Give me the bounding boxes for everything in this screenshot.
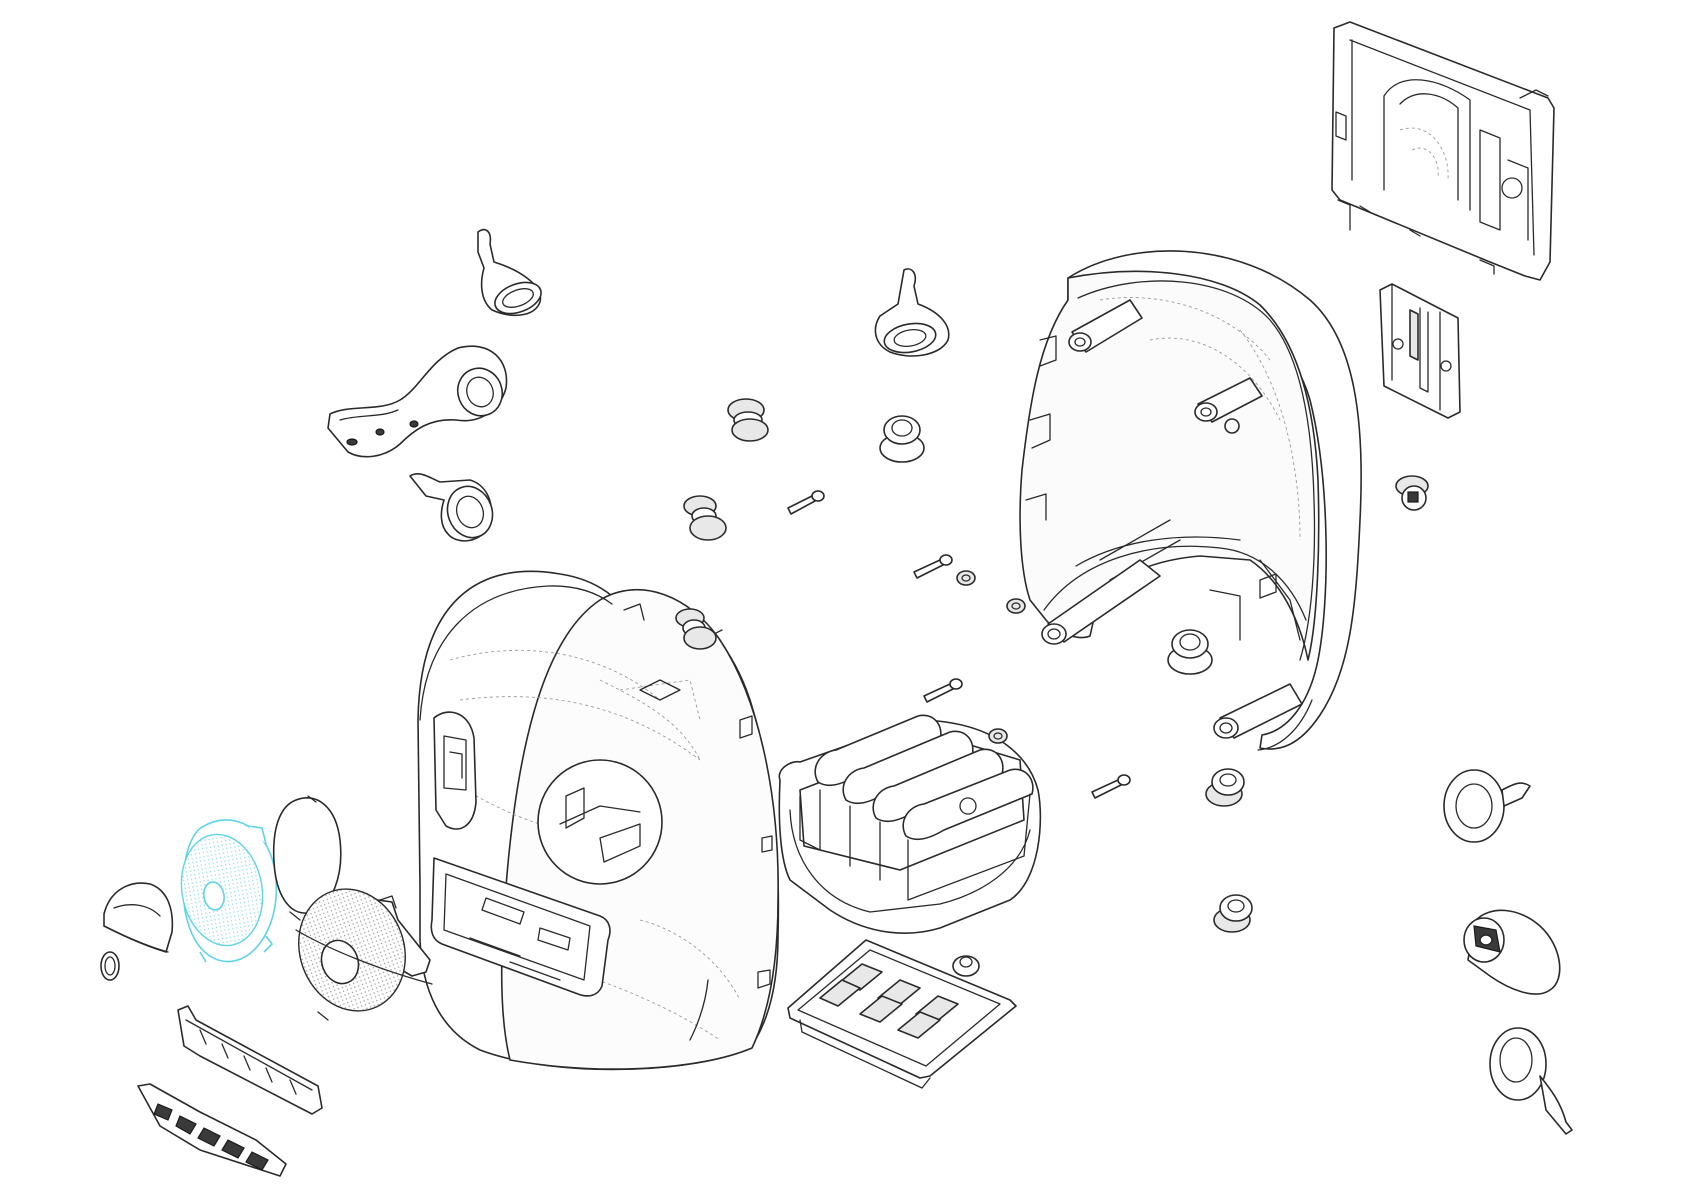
- grommet-3: [675, 608, 717, 650]
- pcb-bracket: [1331, 21, 1555, 281]
- rear-housing-shell: [1019, 250, 1362, 751]
- washer-2: [1006, 598, 1026, 614]
- lightpipe-right-2: [1463, 909, 1561, 995]
- lightpipe-right-1: [1443, 769, 1531, 843]
- boss-bottom-right: [1213, 683, 1303, 739]
- front-bezel-strip: [177, 1005, 323, 1115]
- side-plate: [1379, 283, 1461, 419]
- lightpipe-cone-center: [874, 268, 950, 357]
- screw-1: [787, 490, 825, 515]
- grommet-2: [683, 495, 727, 541]
- washer-1: [956, 570, 976, 586]
- rubber-foot-1: [879, 415, 925, 463]
- boss-mid: [1194, 377, 1263, 434]
- screw-4: [1091, 774, 1131, 799]
- grommet-1: [727, 398, 769, 442]
- small-lens: [100, 951, 120, 981]
- front-housing-shell: [417, 570, 780, 1071]
- lightpipe-cone-small: [409, 473, 494, 542]
- rubber-foot-2: [1167, 629, 1213, 675]
- lightpipe-cone-top: [477, 228, 542, 317]
- boss-bottom-left: [1041, 559, 1161, 645]
- battery-door: [787, 939, 1017, 1089]
- washer-3: [988, 728, 1008, 744]
- rubber-foot-3: [1205, 768, 1245, 807]
- lightpipe-right-3: [1489, 1027, 1573, 1135]
- lens-cap-dome: [103, 882, 174, 953]
- grommet-right: [1395, 475, 1429, 511]
- screw-2: [913, 554, 953, 579]
- rubber-foot-4: [1213, 894, 1253, 933]
- battery-holder: [778, 714, 1042, 934]
- screw-3: [923, 678, 963, 703]
- keypad-strip: [137, 1083, 287, 1177]
- lightpipe-curved-arm: [327, 345, 508, 458]
- speaker-grille-highlighted: [180, 819, 278, 963]
- boss-top-left: [1068, 299, 1143, 353]
- speaker-assembly: [295, 888, 433, 1021]
